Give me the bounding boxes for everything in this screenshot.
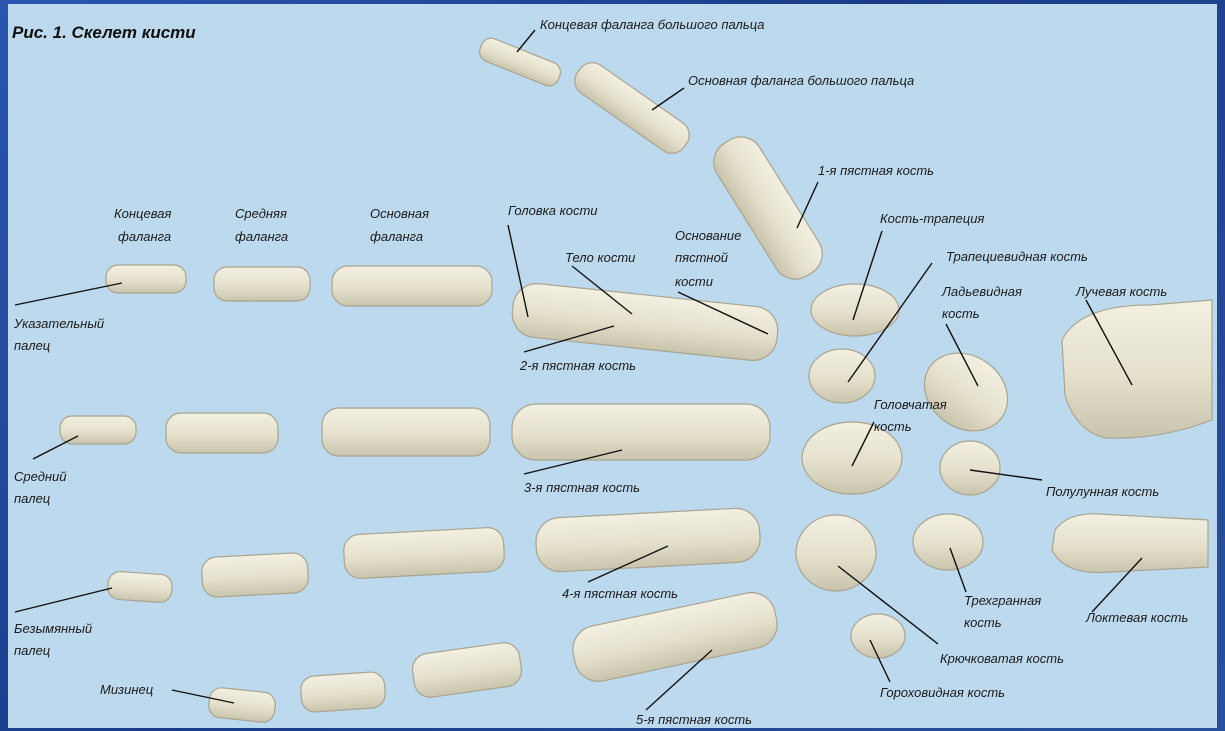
label-middle-finger-2: палец (14, 491, 50, 506)
bone-index-distal (106, 265, 186, 293)
label-ring-2: палец (14, 643, 50, 658)
label-mc5: 5-я пястная кость (636, 712, 752, 727)
label-index-2: палец (14, 338, 50, 353)
bone-index-proximal (332, 266, 492, 306)
label-mc2: 2-я пястная кость (519, 358, 636, 373)
label-thumb-distal: Концевая фаланга большого пальца (540, 17, 765, 32)
label-capitate-1: Головчатая (874, 397, 947, 412)
bones (60, 35, 1212, 723)
label-radius: Лучевая кость (1075, 284, 1167, 299)
bone-lunate (940, 441, 1000, 495)
bone-triquetrum (913, 514, 983, 570)
bone-middle-proximal (322, 408, 490, 456)
bone-thumb-proximal (569, 57, 695, 159)
label-ring-1: Безымянный (14, 621, 92, 636)
label-scaphoid-2: кость (942, 306, 980, 321)
bone-mc5 (568, 588, 781, 686)
label-pisiform: Гороховидная кость (880, 685, 1005, 700)
label-hamate: Крючковатая кость (940, 651, 1064, 666)
label-middle-finger-1: Средний (14, 469, 67, 484)
bone-radius (1062, 300, 1212, 438)
bone-mc3 (512, 404, 770, 460)
label-triquetrum-1: Трехгранная (964, 593, 1041, 608)
bone-middle-middle (166, 413, 278, 453)
bone-little-proximal (410, 641, 523, 700)
label-base-2: пястной (675, 250, 728, 265)
bone-hamate (796, 515, 876, 591)
bone-little-middle (300, 671, 386, 713)
label-head: Головка кости (508, 203, 598, 218)
bone-ring-proximal (343, 527, 505, 579)
label-thumb-proximal: Основная фаланга большого пальца (688, 73, 914, 88)
label-body: Тело кости (565, 250, 635, 265)
bone-pisiform (851, 614, 905, 658)
label-little: Мизинец (100, 682, 153, 697)
figure-title: Рис. 1. Скелет кисти (12, 23, 196, 42)
label-ulna: Локтевая кость (1085, 610, 1188, 625)
label-middle-phalanx-1: Средняя (235, 206, 287, 221)
label-index-1: Указательный (13, 316, 104, 331)
bone-mc4 (535, 507, 762, 573)
label-lunate: Полулунная кость (1046, 484, 1159, 499)
bone-thumb-distal (477, 35, 564, 89)
label-mc1: 1-я пястная кость (818, 163, 934, 178)
bone-index-middle (214, 267, 310, 301)
label-middle-phalanx-2: фаланга (235, 229, 288, 244)
label-mc3: 3-я пястная кость (524, 480, 640, 495)
labels: Рис. 1. Скелет кисти Концевая фаланга бо… (12, 17, 1188, 727)
label-triquetrum-2: кость (964, 615, 1002, 630)
bone-ulna (1052, 514, 1208, 573)
bone-mc2 (510, 281, 780, 363)
label-capitate-2: кость (874, 419, 912, 434)
label-distal-phalanx-1: Концевая (114, 206, 171, 221)
label-distal-phalanx-2: фаланга (118, 229, 171, 244)
bone-scaphoid (909, 337, 1022, 446)
label-proximal-phalanx-1: Основная (370, 206, 429, 221)
label-mc4: 4-я пястная кость (562, 586, 678, 601)
label-trapezoid: Трапециевидная кость (946, 249, 1088, 264)
label-proximal-phalanx-2: фаланга (370, 229, 423, 244)
bone-little-distal (208, 687, 277, 724)
label-base-3: кости (675, 274, 713, 289)
bone-ring-middle (201, 552, 309, 597)
label-base-1: Основание (675, 228, 741, 243)
label-scaphoid-1: Ладьевидная (941, 284, 1022, 299)
bone-ring-distal (107, 571, 173, 603)
label-trapezium: Кость-трапеция (880, 211, 984, 226)
